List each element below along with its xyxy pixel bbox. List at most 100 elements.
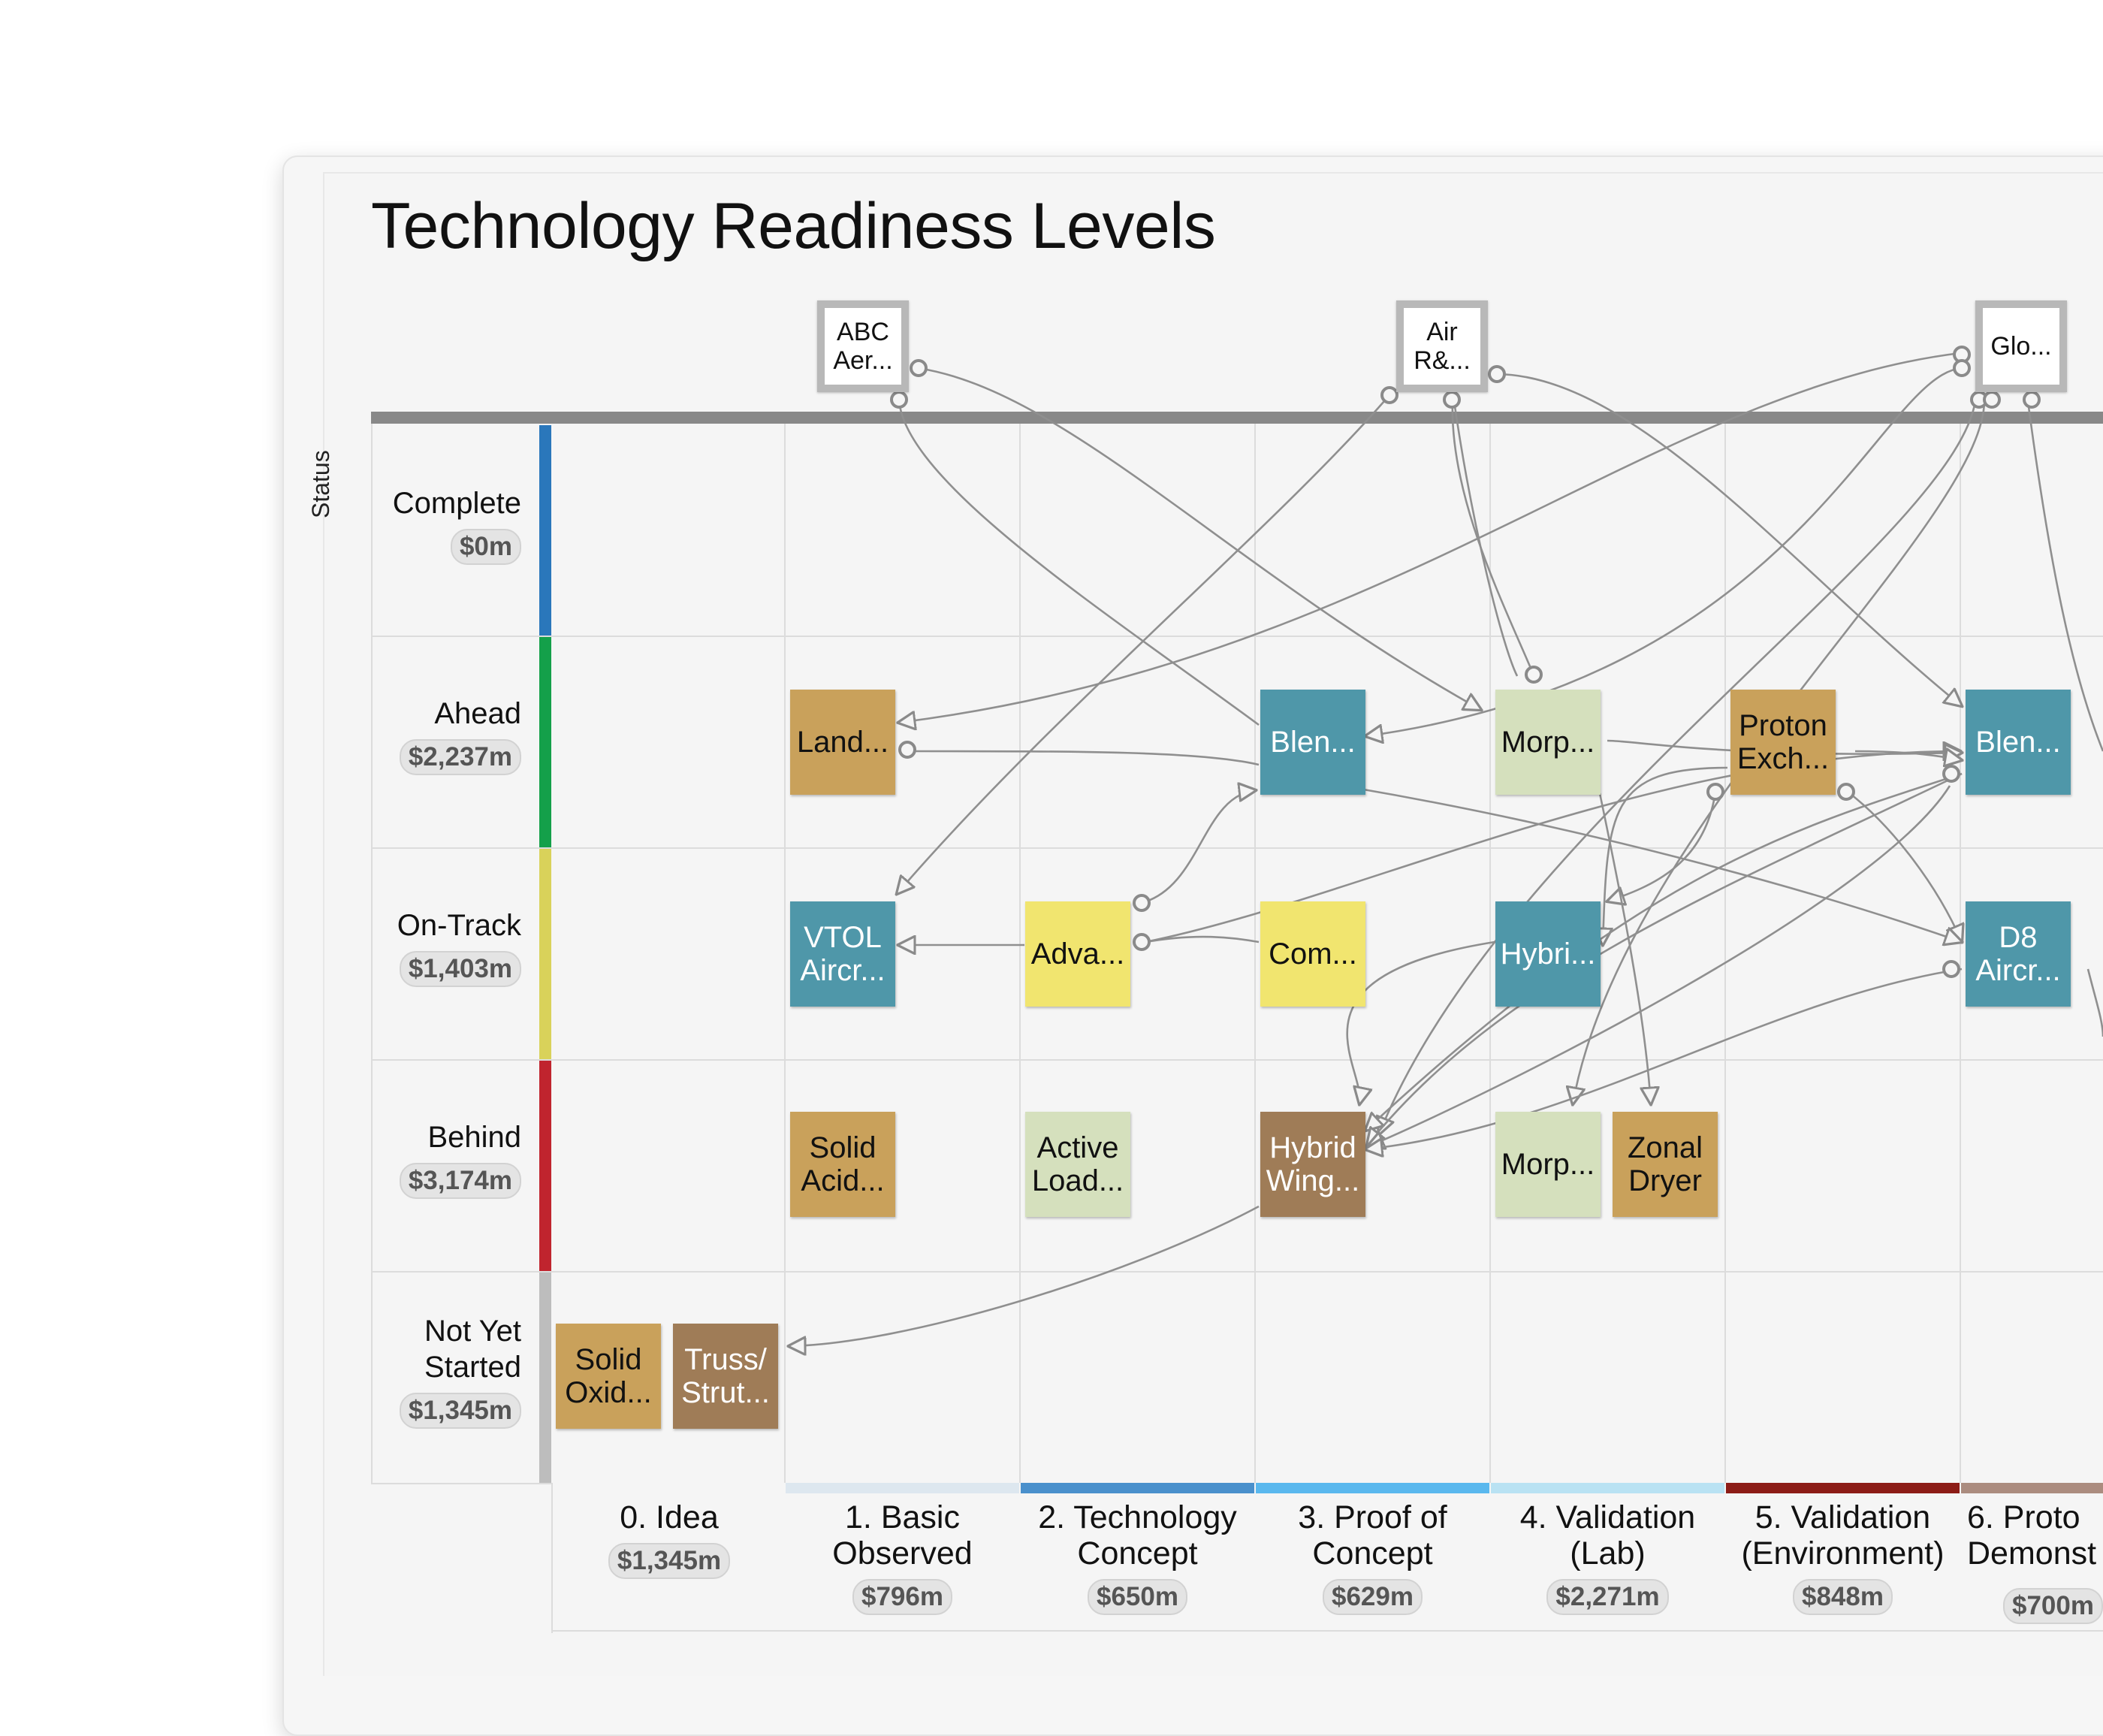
column-header-validation-lab: 4. Validation (Lab) $2,271m — [1491, 1483, 1724, 1633]
column-header-prototype-demonstration: 6. Proto Demonst $700m — [1961, 1483, 2103, 1633]
dependency-link — [1365, 968, 1963, 1149]
project-card[interactable]: Adva... — [1025, 901, 1130, 1007]
dependency-link — [1607, 739, 1962, 754]
dependency-link — [1854, 751, 1962, 760]
row-header-not-yet-started: Not Yet Started $1,345m — [371, 1313, 521, 1429]
link-port — [890, 391, 908, 409]
link-port — [1953, 359, 1971, 377]
column-divider — [1724, 424, 1726, 1483]
project-card[interactable]: Solid Oxid... — [556, 1324, 661, 1429]
column-amount-badge: $700m — [2003, 1588, 2103, 1624]
project-card[interactable]: Blen... — [1966, 690, 2071, 795]
dependency-link — [1451, 400, 1534, 672]
row-name: Complete — [392, 487, 521, 520]
dependency-link — [898, 397, 1260, 726]
project-card[interactable]: Morp... — [1495, 1112, 1601, 1217]
dependency-links — [0, 346, 2103, 1641]
column-header-basic-observed: 1. Basic Observed $796m — [786, 1483, 1019, 1633]
column-name: 1. Basic Observed — [832, 1499, 973, 1571]
project-card[interactable]: Zonal Dryer — [1613, 1112, 1718, 1217]
project-card[interactable]: D8 Aircr... — [1966, 901, 2071, 1007]
row-divider — [371, 636, 2103, 637]
row-name: Not Yet Started — [424, 1315, 521, 1384]
organization-node[interactable]: ABC Aer... — [817, 300, 909, 392]
link-port — [1942, 765, 1960, 783]
row-amount-badge: $1,345m — [399, 1393, 521, 1429]
column-divider — [1489, 424, 1491, 1483]
project-card[interactable]: Hybrid Wing... — [1260, 1112, 1365, 1217]
link-port — [1837, 783, 1855, 801]
dependency-link — [898, 352, 1961, 723]
dependency-link — [1598, 793, 1651, 1104]
link-port — [910, 359, 928, 377]
dependency-link — [908, 750, 1260, 766]
dependency-link — [789, 1205, 1260, 1346]
project-card[interactable]: Active Load... — [1025, 1112, 1130, 1217]
row-amount-badge: $2,237m — [399, 739, 521, 775]
column-amount-badge: $848m — [1793, 1579, 1893, 1615]
dependency-link — [1367, 785, 1951, 1147]
link-port — [1380, 386, 1398, 404]
project-card[interactable]: Blen... — [1260, 690, 1365, 795]
project-card[interactable]: Truss/ Strut... — [673, 1324, 778, 1429]
organization-rail — [371, 412, 2103, 424]
readiness-board: Technology Readiness Levels Status Compl… — [0, 190, 2103, 1641]
project-card[interactable]: VTOL Aircr... — [790, 901, 895, 1007]
dependency-link — [1365, 772, 1963, 1131]
column-header-technology-concept: 2. Technology Concept $650m — [1021, 1483, 1254, 1633]
row-status-bar — [539, 1273, 551, 1483]
dependency-link — [897, 394, 1390, 894]
column-amount-badge: $2,271m — [1546, 1579, 1669, 1615]
dependency-link — [2026, 400, 2103, 752]
column-amount-badge: $629m — [1323, 1579, 1423, 1615]
dependency-link — [1496, 373, 1962, 706]
row-status-bar — [539, 1061, 551, 1271]
column-header-validation-environment: 5. Validation (Environment) $848m — [1726, 1483, 1960, 1633]
column-divider — [1254, 424, 1256, 1483]
column-amount-badge: $796m — [852, 1579, 952, 1615]
dependency-link — [1379, 400, 1977, 1134]
link-port — [1443, 391, 1461, 409]
dependency-link — [1346, 940, 1495, 1104]
column-divider — [784, 424, 786, 1483]
row-divider — [371, 1059, 2103, 1061]
project-card[interactable]: Land... — [790, 690, 895, 795]
row-header-complete: Complete $0m — [371, 485, 521, 565]
column-color-bar — [1256, 1483, 1489, 1493]
column-name: 5. Validation (Environment) — [1741, 1499, 1945, 1571]
link-port — [1942, 960, 1960, 978]
row-divider — [371, 1483, 551, 1484]
row-divider — [371, 847, 2103, 849]
project-card[interactable]: Com... — [1260, 901, 1365, 1007]
column-name: 0. Idea — [620, 1499, 719, 1535]
dependency-link — [1453, 400, 1519, 677]
dependency-link — [1141, 790, 1256, 904]
row-name: Behind — [427, 1121, 521, 1154]
project-card[interactable]: Hybri... — [1495, 901, 1601, 1007]
column-color-bar — [786, 1483, 1019, 1493]
project-card[interactable]: Proton Exch... — [1730, 690, 1836, 795]
link-port — [898, 741, 916, 759]
link-port — [1706, 783, 1724, 801]
organization-node[interactable]: Air R&... — [1396, 300, 1488, 392]
link-port — [1133, 894, 1151, 912]
project-card[interactable]: Morp... — [1495, 690, 1601, 795]
column-footer-line — [551, 1630, 2103, 1632]
organization-node[interactable]: Glo... — [1975, 300, 2067, 392]
column-divider — [371, 424, 373, 1483]
row-divider — [371, 1271, 2103, 1273]
dependency-link — [917, 367, 1481, 710]
link-port — [1525, 666, 1543, 684]
row-header-behind: Behind $3,174m — [371, 1119, 521, 1199]
link-port — [1133, 933, 1151, 951]
dependency-link — [1141, 935, 1260, 944]
row-name: Ahead — [434, 697, 521, 730]
column-name: 3. Proof of Concept — [1298, 1499, 1447, 1571]
project-card[interactable]: Solid Acid... — [790, 1112, 895, 1217]
dependency-link — [1367, 772, 1963, 1146]
row-amount-badge: $3,174m — [399, 1163, 521, 1199]
dependency-link — [2086, 968, 2103, 1037]
dependency-link — [1607, 791, 1717, 901]
column-header-proof-of-concept: 3. Proof of Concept $629m — [1256, 1483, 1489, 1633]
dependency-link — [1365, 367, 1963, 736]
